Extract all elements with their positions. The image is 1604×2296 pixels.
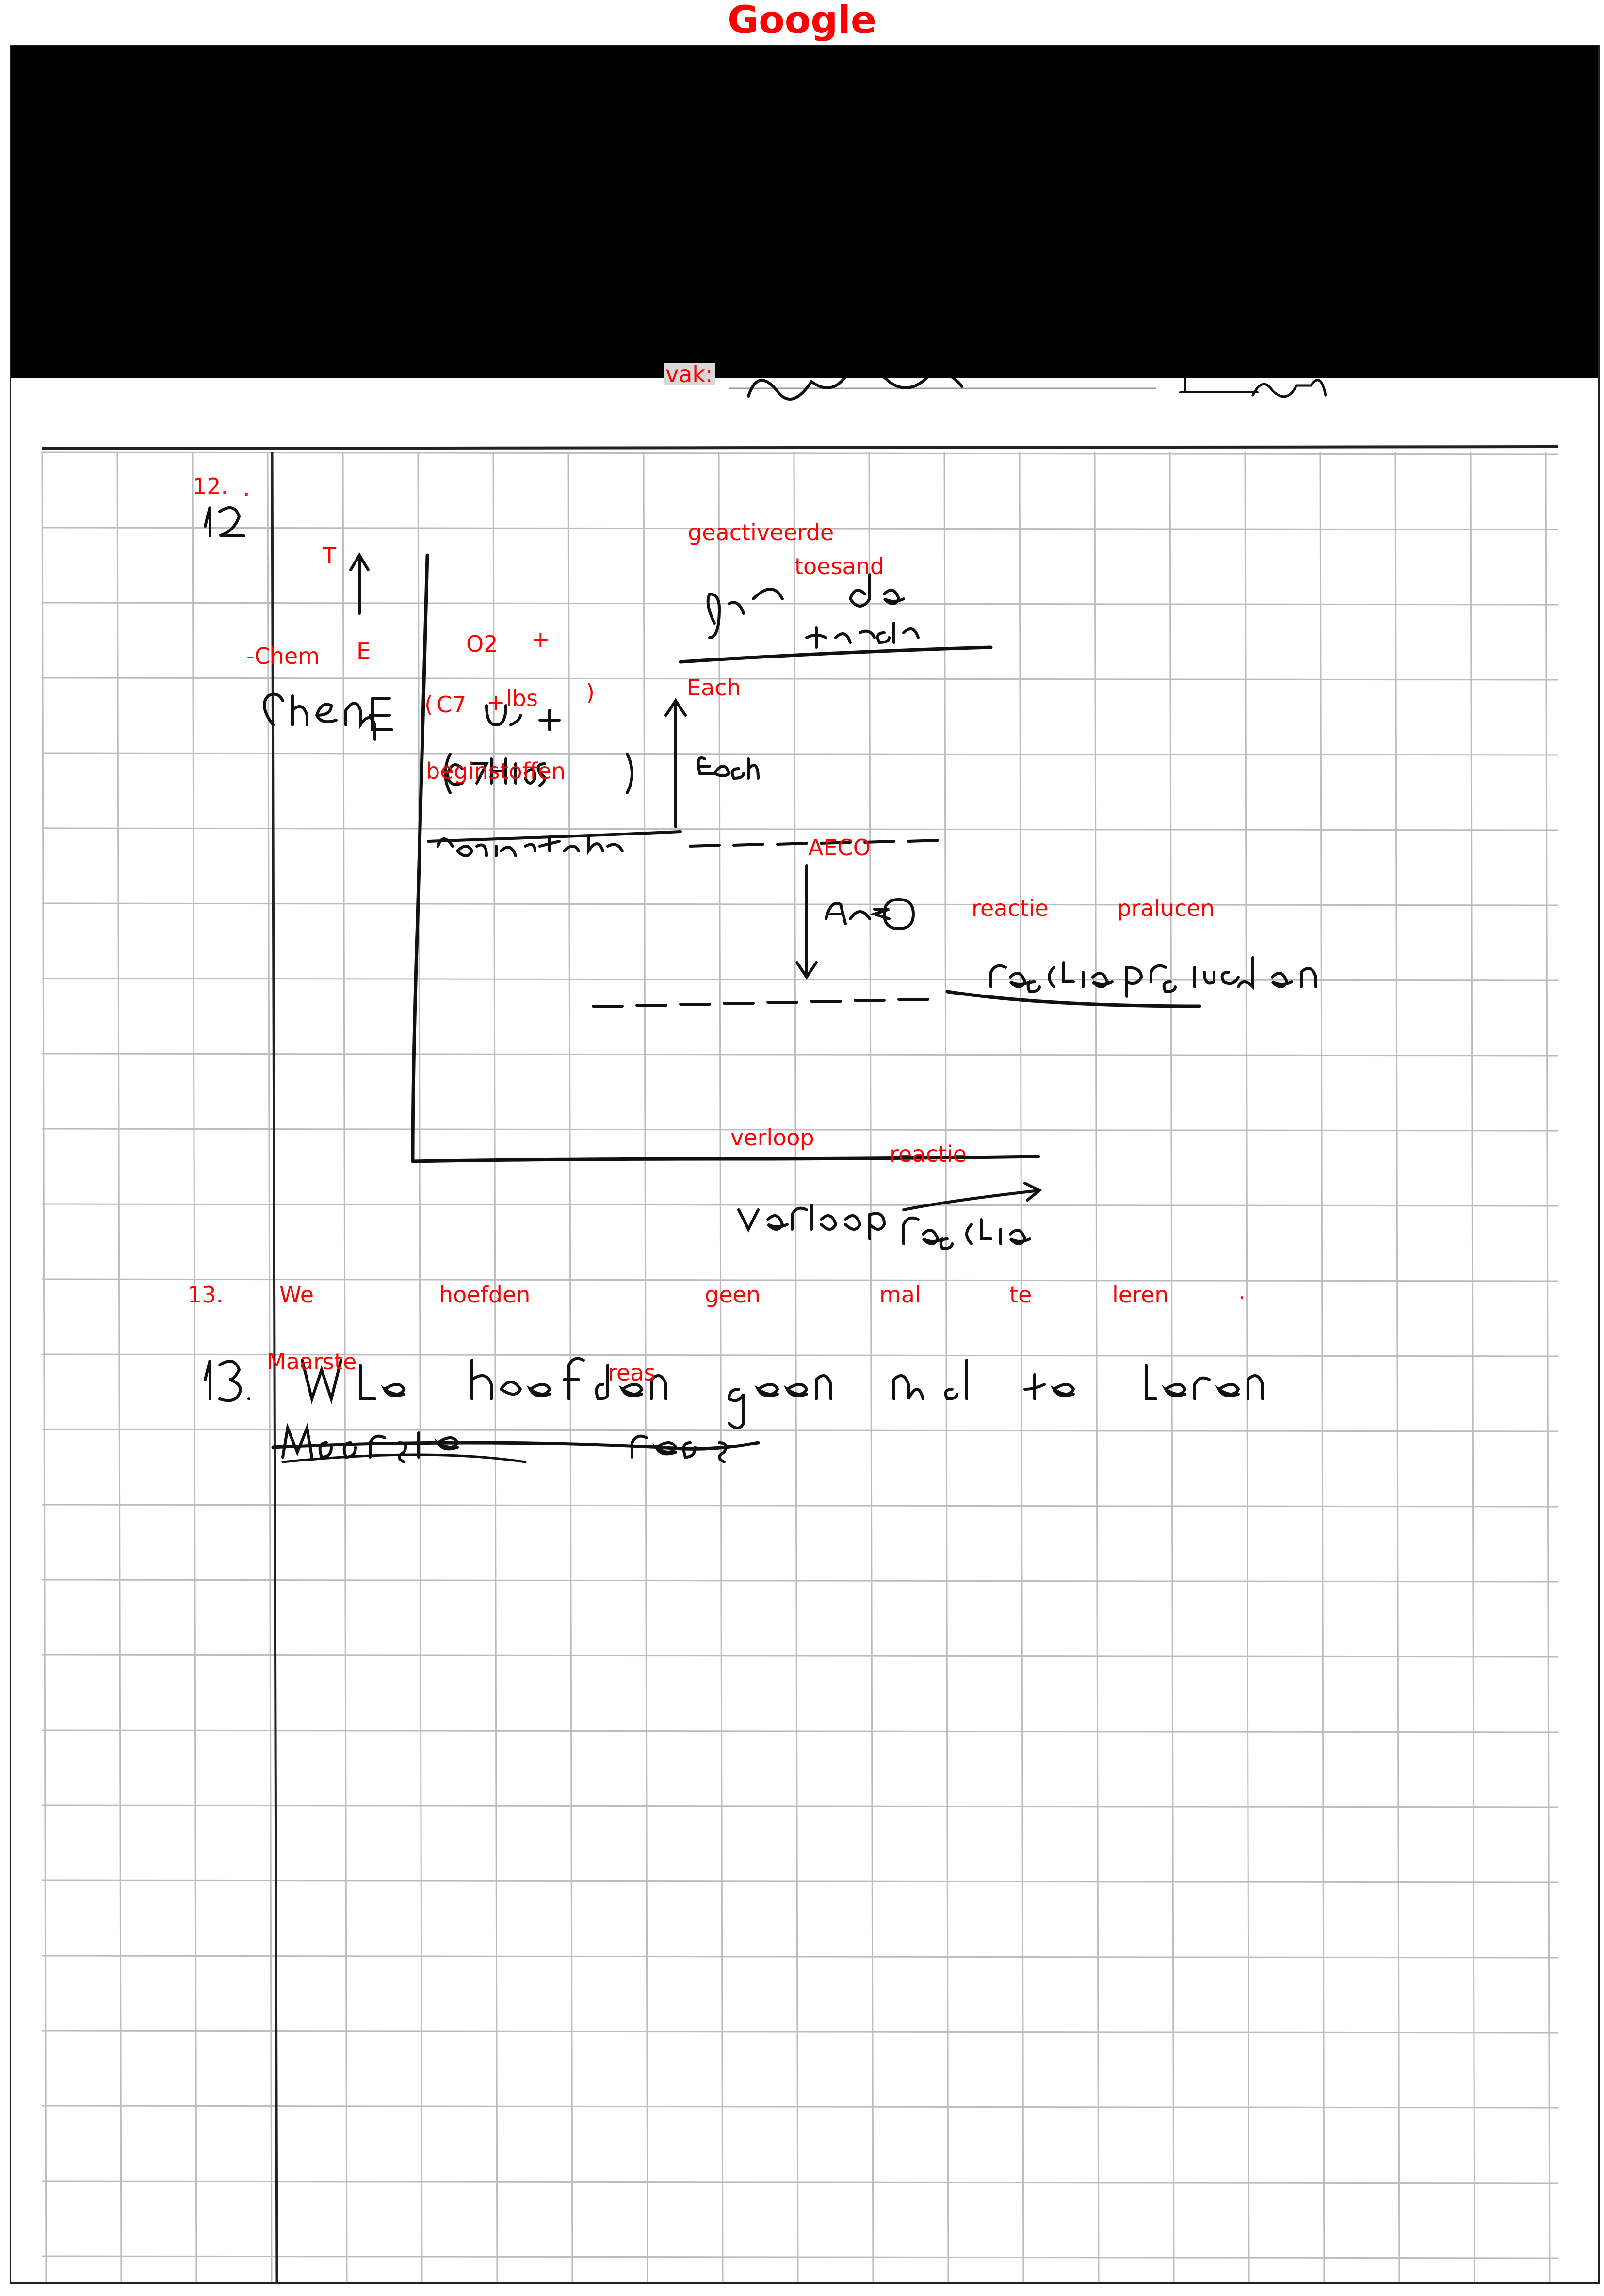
ocr-label-c7: C7 [437, 691, 467, 718]
ocr-label-o2: O2 [466, 631, 498, 657]
ocr-label-subject: vak: [664, 363, 715, 385]
ocr-label-q13-word-6: leren [1112, 1282, 1169, 1308]
document-page: vak: 12. . T -Chem E O2 + ( C7 + lbs ) b… [10, 45, 1600, 2284]
notebook-grid [41, 451, 1559, 2282]
ocr-label-aeco: AECO [808, 835, 871, 861]
ocr-label-paren-open: ( [424, 691, 433, 718]
ocr-label-reactie-axis: reactie [890, 1141, 967, 1167]
ocr-label-plus-2: + [486, 689, 505, 715]
ocr-label-lbs: lbs [506, 685, 538, 711]
ocr-label-q13-number: 13. [188, 1282, 224, 1308]
ocr-label-q12-dot: . [243, 475, 250, 501]
ocr-label-q13-dot: . [1238, 1278, 1246, 1304]
ocr-label-paren-close: ) [586, 679, 595, 706]
scanned-notebook-page [41, 369, 1559, 2282]
ocr-label-pralucen: pralucen [1117, 895, 1215, 921]
ocr-label-each: Each [687, 674, 741, 701]
ocr-label-reactie-products: reactie [972, 895, 1049, 921]
ocr-label-toesand: toesand [794, 553, 884, 579]
ocr-label-crossed-2: reas [608, 1360, 656, 1386]
ocr-label-geactiveerde: geactiveerde [688, 519, 834, 546]
ocr-label-q13-word-3: geen [705, 1282, 761, 1308]
redacted-header-region [11, 46, 1598, 378]
ocr-label-plus-1: + [531, 626, 550, 652]
ocr-label-verloop: verloop [730, 1124, 814, 1151]
ocr-label-q13-word-4: mal [879, 1282, 921, 1308]
ocr-label-q12-number: 12. [193, 473, 228, 499]
ocr-label-q13-word-1: We [279, 1282, 314, 1308]
ocr-label-e: E [356, 638, 371, 664]
ocr-label-chem: -Chem [246, 643, 320, 669]
ocr-label-crossed-1: Maarste [267, 1349, 357, 1375]
ocr-label-beginstoffen: beginstoffen [426, 758, 566, 784]
handwriting-strokes [204, 369, 1327, 1463]
ocr-label-axis-arrow: T [323, 543, 337, 569]
page-rules [42, 387, 1559, 2282]
app-title: Google [728, 0, 876, 42]
ocr-label-q13-word-2: hoefden [439, 1282, 531, 1308]
ocr-label-q13-word-5: te [1009, 1282, 1032, 1308]
